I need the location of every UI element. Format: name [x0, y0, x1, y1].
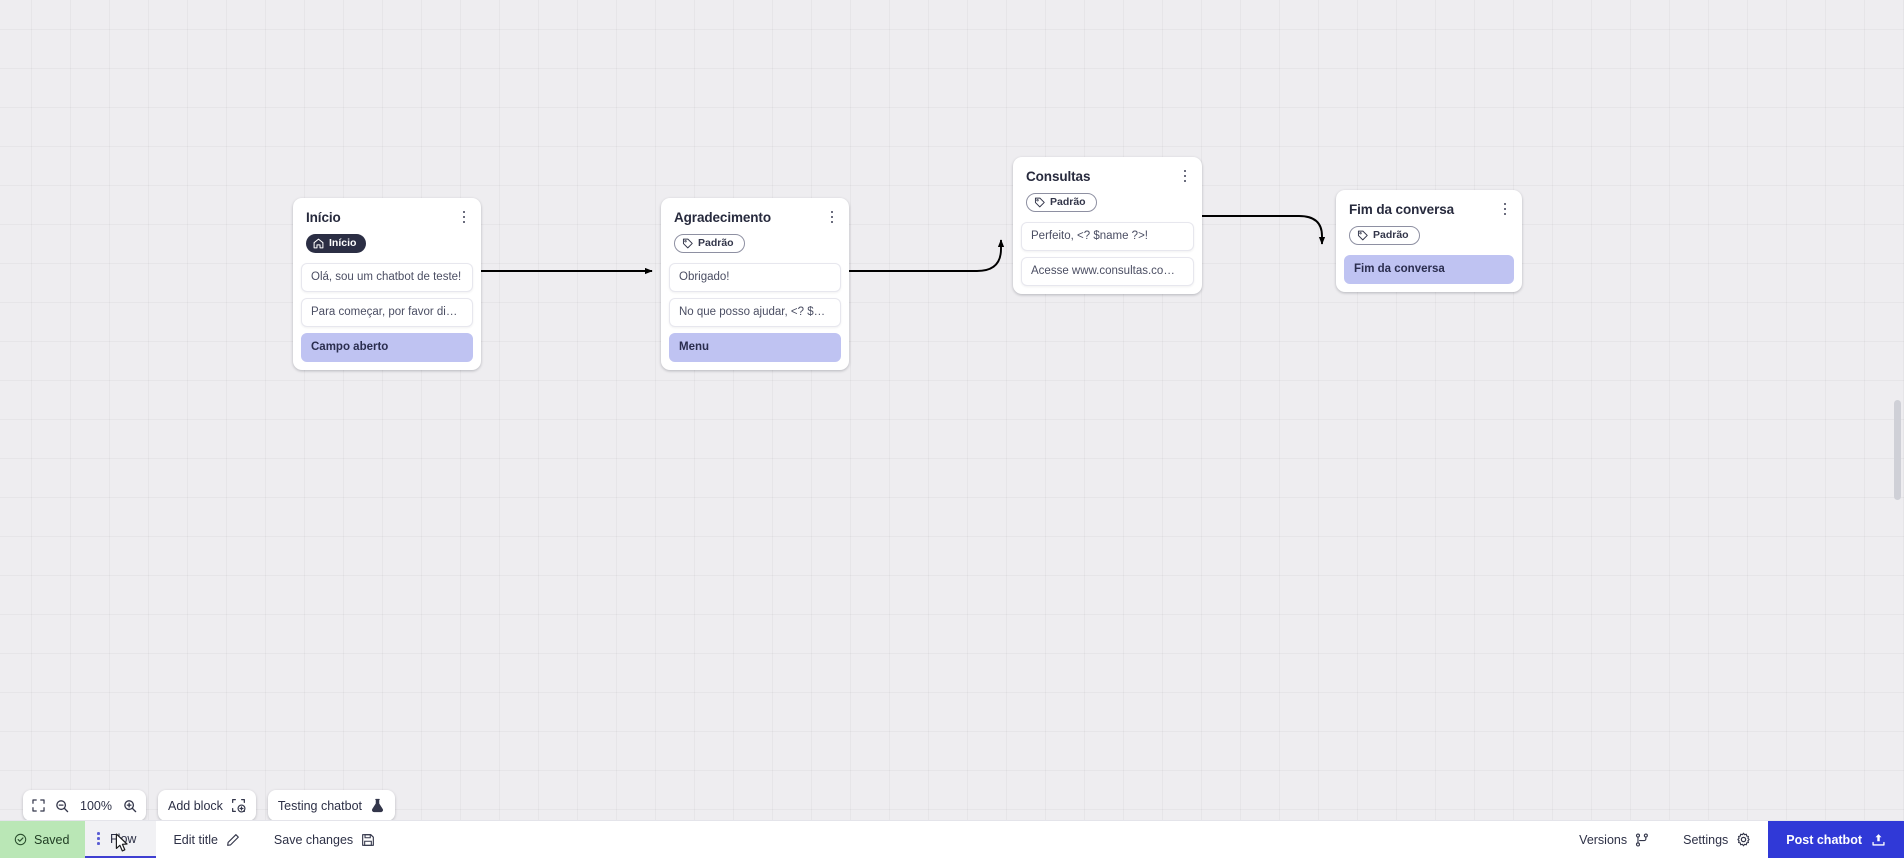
post-chatbot-label: Post chatbot	[1786, 832, 1862, 847]
node-messages: Fim da conversa	[1336, 255, 1522, 292]
default-badge[interactable]: Padrão	[674, 234, 745, 253]
home-icon	[313, 238, 324, 249]
saved-label: Saved	[34, 832, 70, 847]
testing-chatbot-button[interactable]: Testing chatbot	[267, 790, 395, 821]
zoom-level-label: 100%	[80, 798, 112, 813]
node-header: Início	[293, 198, 481, 226]
flow-node-consultas[interactable]: Consultas Padrão Perfeito, <? $name ?>! …	[1013, 157, 1202, 294]
post-chatbot-button[interactable]: Post chatbot	[1768, 821, 1904, 858]
bottom-bar-left: Saved Flow Edit title Save changes	[0, 821, 392, 858]
node-action[interactable]: Campo aberto	[301, 333, 473, 362]
vertical-scrollbar-thumb[interactable]	[1894, 400, 1901, 500]
floppy-icon	[362, 833, 375, 846]
zoom-out-icon[interactable]	[55, 799, 69, 813]
flask-icon	[370, 798, 385, 813]
edge-agradecimento-consultas	[849, 239, 1005, 272]
tab-flow-label: Flow	[110, 831, 137, 846]
testing-chatbot-label: Testing chatbot	[277, 798, 362, 813]
tag-icon	[682, 238, 693, 249]
pencil-icon	[227, 833, 239, 846]
node-title: Fim da conversa	[1349, 202, 1455, 217]
default-badge-label: Padrão	[1373, 229, 1409, 241]
flow-node-agradecimento[interactable]: Agradecimento Padrão Obrigado! No que po…	[661, 198, 849, 370]
node-header: Consultas	[1013, 157, 1202, 185]
fit-screen-icon[interactable]	[32, 799, 45, 812]
check-circle-icon	[14, 833, 27, 846]
node-title: Início	[306, 210, 341, 225]
node-menu-icon[interactable]	[824, 207, 840, 227]
node-action[interactable]: Menu	[669, 333, 841, 362]
settings-label: Settings	[1683, 832, 1729, 847]
edge-layer	[481, 215, 1326, 275]
node-badges: Início	[293, 226, 481, 263]
branch-icon	[1636, 832, 1649, 847]
tab-menu-icon[interactable]	[95, 830, 102, 847]
tab-flow[interactable]: Flow	[85, 821, 157, 858]
node-action[interactable]: Fim da conversa	[1344, 255, 1514, 284]
versions-label: Versions	[1579, 832, 1628, 847]
node-title: Agradecimento	[674, 210, 771, 225]
versions-button[interactable]: Versions	[1562, 821, 1666, 858]
gear-icon	[1737, 832, 1750, 847]
flow-canvas[interactable]: Início Início Olá, sou um chatbot de tes…	[0, 0, 1904, 820]
flow-node-inicio[interactable]: Início Início Olá, sou um chatbot de tes…	[293, 198, 481, 370]
node-message[interactable]: Para começar, por favor digite o ...	[301, 298, 473, 327]
saved-status-badge: Saved	[0, 821, 86, 858]
start-badge-label: Início	[329, 237, 357, 249]
canvas-toolbar: 100% Add block Testing chatbot	[23, 790, 395, 821]
settings-button[interactable]: Settings	[1666, 821, 1768, 858]
node-message[interactable]: Perfeito, <? $name ?>!	[1021, 222, 1194, 251]
edit-title-button[interactable]: Edit title	[156, 821, 256, 858]
bottom-bar-right: Versions Settings Post chatbot	[1562, 821, 1904, 858]
bottom-bar-spacer	[392, 821, 1562, 858]
default-badge[interactable]: Padrão	[1349, 226, 1420, 245]
zoom-controls: 100%	[23, 790, 146, 821]
default-badge-label: Padrão	[1050, 196, 1086, 208]
default-badge[interactable]: Padrão	[1026, 193, 1097, 212]
save-changes-button[interactable]: Save changes	[257, 821, 392, 858]
node-message[interactable]: Obrigado!	[669, 263, 841, 292]
node-title: Consultas	[1026, 169, 1091, 184]
node-badges: Padrão	[661, 226, 849, 263]
start-badge[interactable]: Início	[306, 234, 367, 253]
tag-icon	[1357, 230, 1368, 241]
node-message[interactable]: Acesse www.consultas.com par...	[1021, 257, 1194, 286]
node-messages: Obrigado! No que posso ajudar, <? $name …	[661, 263, 849, 370]
node-message[interactable]: Olá, sou um chatbot de teste!	[301, 263, 473, 292]
node-menu-icon[interactable]	[1177, 166, 1193, 186]
default-badge-label: Padrão	[698, 237, 734, 249]
tag-icon	[1034, 197, 1045, 208]
add-block-button[interactable]: Add block	[158, 790, 256, 821]
add-block-label: Add block	[168, 798, 223, 813]
edge-consultas-fim	[1202, 215, 1326, 245]
bottom-status-bar: Saved Flow Edit title Save changes Versi…	[0, 820, 1904, 858]
node-menu-icon[interactable]	[1497, 199, 1513, 219]
node-badges: Padrão	[1336, 218, 1522, 255]
zoom-in-icon[interactable]	[123, 799, 137, 813]
add-block-icon	[231, 798, 246, 813]
node-header: Agradecimento	[661, 198, 849, 226]
vertical-scrollbar[interactable]	[1893, 0, 1903, 820]
upload-icon	[1872, 834, 1885, 846]
node-messages: Olá, sou um chatbot de teste! Para começ…	[293, 263, 481, 370]
node-menu-icon[interactable]	[456, 207, 472, 227]
save-changes-label: Save changes	[273, 832, 354, 847]
node-messages: Perfeito, <? $name ?>! Acesse www.consul…	[1013, 222, 1202, 294]
node-message[interactable]: No que posso ajudar, <? $name ...	[669, 298, 841, 327]
node-header: Fim da conversa	[1336, 190, 1522, 218]
edit-title-label: Edit title	[173, 832, 218, 847]
node-badges: Padrão	[1013, 185, 1202, 222]
flow-node-fim-da-conversa[interactable]: Fim da conversa Padrão Fim da conversa	[1336, 190, 1522, 292]
